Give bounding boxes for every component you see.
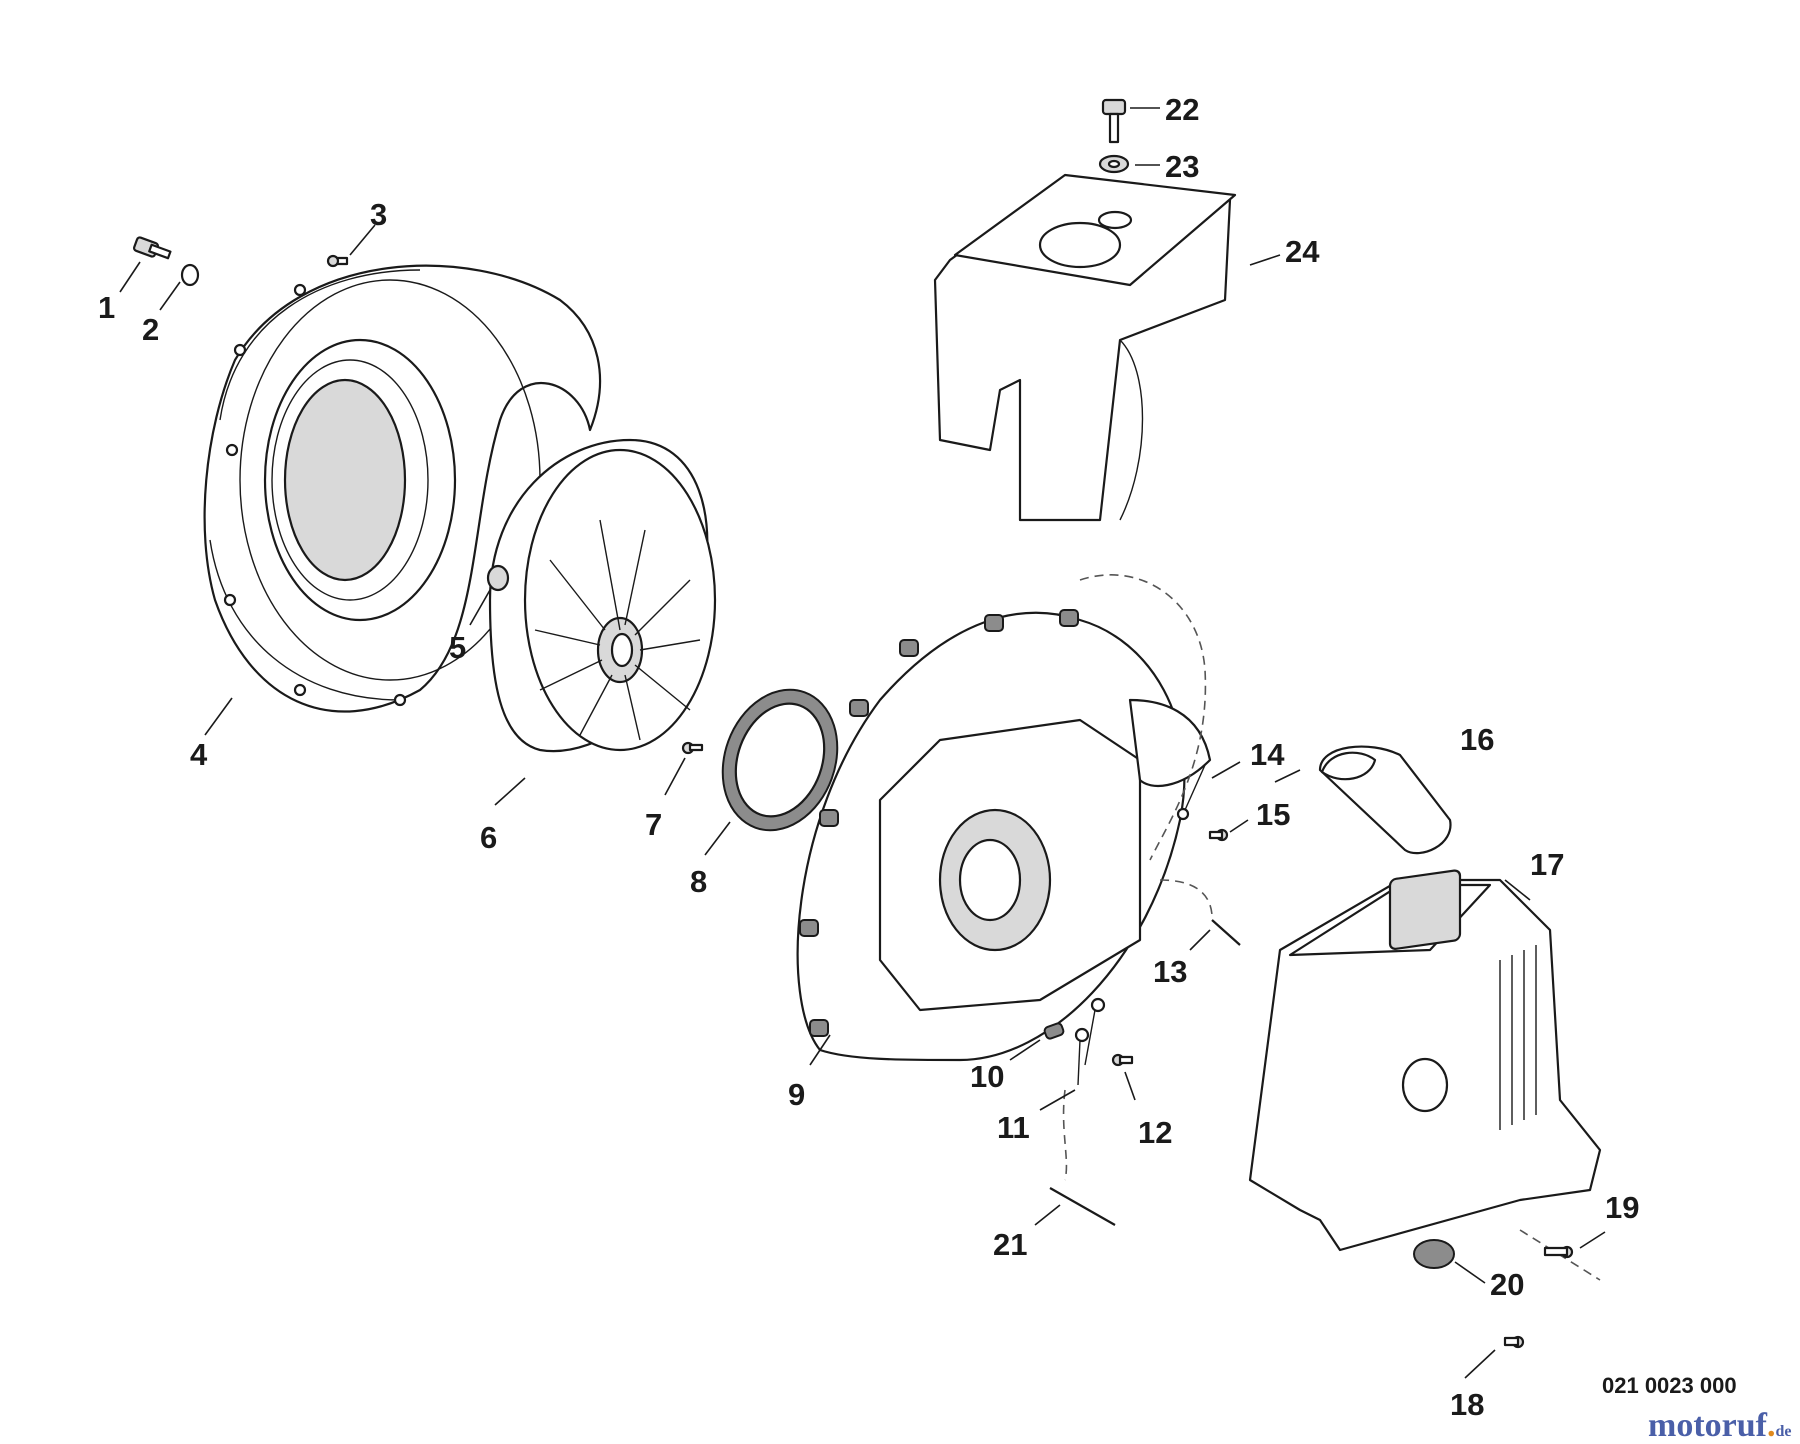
cable-tie-part-21: [1049, 1089, 1116, 1226]
callout-8: 8: [690, 864, 707, 899]
engine-cover-part-17: [1248, 869, 1602, 1281]
callout-labels: 1 2 3 4 5 6 7 8 9 10 11 12 13 14 15 16 1…: [98, 92, 1639, 1422]
callout-12: 12: [1138, 1115, 1172, 1150]
screw-part-3: [326, 254, 349, 268]
clip-part-10: [1043, 1022, 1065, 1040]
watermark-text: motoruf.de: [1648, 1407, 1791, 1444]
callout-11: 11: [997, 1110, 1030, 1145]
bolt-part-22: [1101, 98, 1127, 144]
callout-15: 15: [1256, 797, 1290, 832]
small-cover-part-16: [1318, 745, 1452, 855]
callout-1: 1: [98, 290, 115, 325]
callout-9: 9: [788, 1077, 805, 1112]
screw-part-7: [681, 741, 704, 755]
washer-part-2: [180, 263, 200, 287]
callout-13: 13: [1153, 954, 1187, 989]
fan-housing-part-4: [203, 264, 602, 713]
screw-part-18: [1503, 1335, 1525, 1349]
callout-24: 24: [1285, 234, 1320, 269]
shroud-cover-part-24: [933, 173, 1237, 522]
callout-3: 3: [370, 197, 387, 232]
callout-23: 23: [1165, 149, 1199, 184]
callout-14: 14: [1250, 737, 1285, 772]
callout-18: 18: [1450, 1387, 1484, 1422]
callout-7: 7: [645, 807, 662, 842]
callout-22: 22: [1165, 92, 1199, 127]
ring-part-8: [721, 688, 839, 832]
callout-19: 19: [1605, 1190, 1639, 1225]
callout-17: 17: [1530, 847, 1564, 882]
watermark-logo: motoruf.de: [1648, 1407, 1791, 1444]
callout-20: 20: [1490, 1267, 1524, 1302]
leader-lines: [119, 107, 1606, 1379]
screw-part-15: [1208, 828, 1229, 842]
washer-part-23: [1098, 154, 1130, 174]
callout-10: 10: [970, 1059, 1004, 1094]
pin-part-13: [1159, 879, 1241, 946]
plug-part-20: [1413, 1239, 1455, 1269]
cable-part-14: [1176, 764, 1206, 821]
screw-part-12: [1111, 1053, 1134, 1067]
fan-impeller-part-6: [488, 438, 717, 753]
callout-5: 5: [449, 630, 466, 665]
callout-16: 16: [1460, 722, 1494, 757]
callout-6: 6: [480, 820, 497, 855]
housing-backplate-part-9: [796, 574, 1212, 1062]
screw-part-1: [133, 236, 172, 260]
nut-part-5: [486, 564, 510, 592]
callout-4: 4: [190, 737, 208, 772]
callout-21: 21: [993, 1227, 1027, 1262]
cable-part-11: [1074, 997, 1106, 1086]
drawing-code: 021 0023 000: [1602, 1373, 1737, 1398]
callout-2: 2: [142, 312, 159, 347]
screw-part-19: [1543, 1245, 1574, 1259]
